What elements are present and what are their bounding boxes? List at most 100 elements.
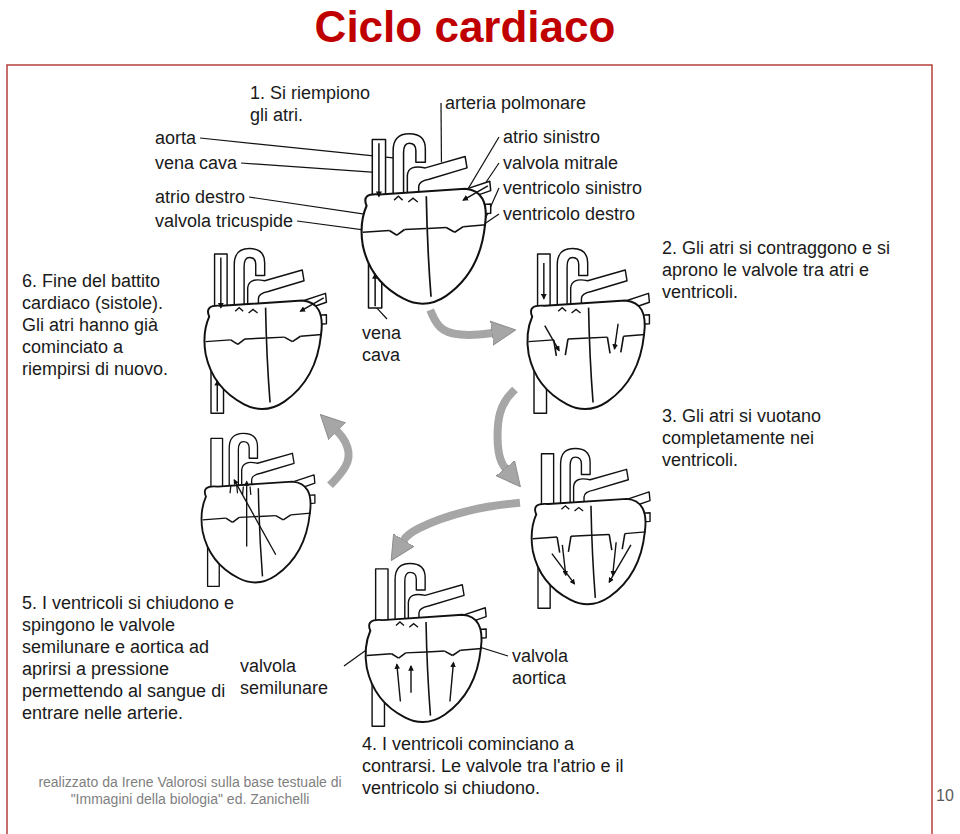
cycle-arrow (330, 430, 349, 486)
av-valve (445, 651, 453, 655)
semilunar-valve (396, 622, 404, 626)
flow-arrow (543, 263, 544, 299)
heart-drawing (366, 564, 487, 727)
part-label: atrio sinistro (503, 126, 600, 148)
semilunar-valve (561, 506, 569, 509)
septum (591, 506, 595, 598)
flow-arrow (450, 663, 454, 702)
flow-arrow (234, 480, 276, 555)
heart-stage: 2. Gli atri si contraggono e si aprono l… (515, 245, 655, 415)
semilunar-valve (574, 508, 583, 511)
flow-arrow (410, 666, 411, 693)
av-valve (292, 336, 300, 341)
heart-drawing (362, 134, 491, 308)
septum (426, 196, 431, 296)
flow-arrow (374, 274, 376, 306)
flow-arrow (552, 554, 575, 584)
heart-outline (202, 482, 311, 583)
heart-illustration (520, 445, 655, 610)
valve-plane (623, 334, 644, 336)
av-valve (455, 227, 464, 233)
slide-title: Ciclo cardiaco (0, 0, 930, 54)
valve-plane (589, 336, 607, 338)
heart-outline (366, 615, 482, 722)
av-valve (231, 340, 238, 344)
flow-arrow (378, 143, 380, 196)
part-label: valvola semilunare (240, 655, 340, 699)
semilunar-valve (408, 198, 417, 202)
cycle-arrow (403, 503, 520, 542)
valve-plane (427, 227, 446, 229)
av-valve (226, 518, 233, 522)
flow-arrow (609, 545, 631, 582)
av-valve (621, 336, 624, 352)
av-valve (397, 229, 405, 235)
flow-arrow (246, 482, 247, 547)
heart-illustration (345, 560, 500, 728)
heart-outline (362, 189, 486, 304)
heart-stage: 5. I ventricoli si chiudono e spingono l… (180, 430, 330, 588)
av-valve (284, 337, 292, 341)
step-caption: 1. Si riempiono gli atri. (250, 82, 390, 126)
heart-illustration (180, 430, 330, 588)
av-valve (238, 339, 245, 344)
leader-line (241, 163, 379, 173)
valve-plane (463, 225, 486, 227)
step-caption: 5. I ventricoli si chiudono e spingono l… (22, 592, 237, 724)
part-label: arteria polmonare (445, 92, 586, 114)
av-valve (622, 534, 625, 550)
septum (589, 308, 593, 403)
flow-arrow (545, 326, 559, 351)
septum (266, 308, 270, 403)
semilunar-valve (235, 308, 243, 312)
valve-plane (529, 340, 554, 342)
valve-plane (259, 515, 276, 517)
heart-illustration (515, 245, 655, 415)
heart-stage: 6. Fine del battito cardiaco (sistole). … (192, 245, 332, 415)
av-valve (609, 534, 612, 550)
part-label: valvola tricuspide (155, 210, 293, 232)
valve-plane (568, 337, 589, 339)
av-valve (557, 537, 560, 553)
step-caption: 4. I ventricoli cominciano a contrarsi. … (362, 733, 637, 799)
valve-plane (245, 337, 266, 339)
heart-outline (532, 499, 646, 604)
valve-plane (461, 648, 482, 650)
heart-drawing (202, 433, 315, 586)
av-valve (392, 654, 399, 658)
av-valve (283, 515, 290, 520)
flow-arrow (220, 258, 221, 308)
semilunar-valve (249, 487, 251, 495)
heart-illustration (345, 130, 500, 310)
heart-drawing (204, 249, 326, 414)
step-caption: 2. Gli atri si contraggono e si aprono l… (662, 237, 924, 303)
heart-outline (204, 300, 321, 409)
part-label: ventricolo sinistro (503, 177, 642, 199)
av-valve (568, 536, 571, 552)
part-label: vena cava (155, 152, 237, 174)
flow-arrow (217, 381, 218, 411)
part-label: valvola aortica (512, 645, 592, 689)
heart-illustration (192, 245, 332, 415)
semilunar-valve (229, 485, 231, 493)
flow-arrow (615, 324, 619, 349)
valve-plane (367, 654, 392, 656)
part-label: aorta (155, 127, 196, 149)
av-valve (565, 339, 568, 355)
av-valve (607, 337, 610, 353)
semilunar-valve (409, 624, 418, 628)
semilunar-valve (572, 309, 581, 313)
cycle-arrow (498, 390, 515, 470)
semilunar-valve (249, 309, 258, 313)
credit-note: realizzato da Irene Valorosi sulla base … (25, 774, 355, 808)
valve-plane (406, 651, 426, 653)
valve-plane (427, 650, 445, 652)
av-valve (389, 230, 397, 235)
valve-plane (592, 534, 609, 536)
part-label: vena cava (362, 322, 412, 366)
heart-drawing (527, 249, 649, 414)
step-caption: 6. Fine del battito cardiaco (sistole). … (22, 270, 187, 380)
part-label: ventricolo destro (503, 203, 635, 225)
septum (426, 622, 430, 716)
valve-plane (291, 513, 311, 515)
